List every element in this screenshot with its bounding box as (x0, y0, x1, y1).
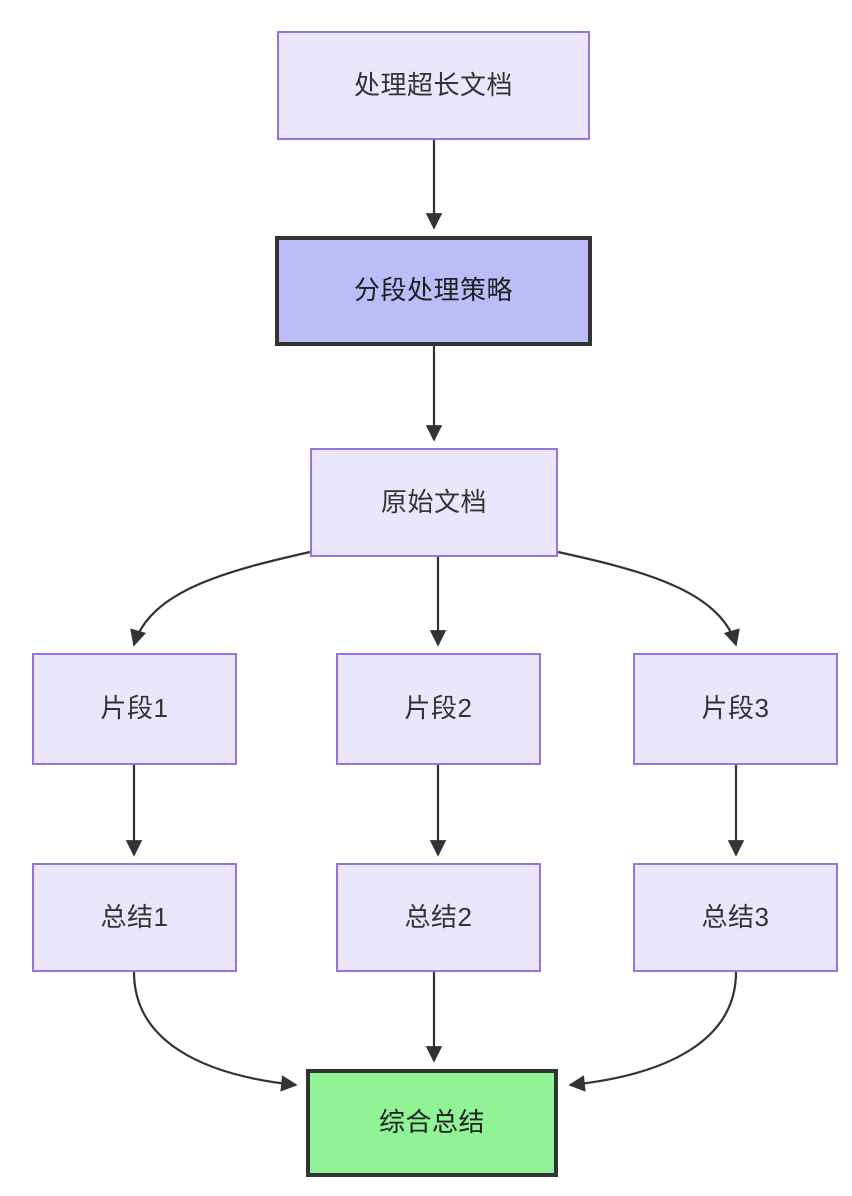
node-label: 总结1 (100, 901, 169, 932)
node-n10[interactable]: 综合总结 (306, 1069, 558, 1177)
edge-n7-to-n10 (132, 971, 298, 1092)
node-label: 片段3 (701, 693, 770, 724)
node-label: 综合总结 (378, 1107, 485, 1138)
node-n9[interactable]: 总结3 (633, 863, 838, 972)
node-label: 处理超长文档 (353, 69, 513, 100)
node-n7[interactable]: 总结1 (32, 863, 237, 972)
node-label: 片段2 (404, 693, 473, 724)
node-label: 总结2 (404, 901, 473, 932)
edge-n9-to-n10 (568, 971, 738, 1092)
node-n6[interactable]: 片段3 (633, 653, 838, 765)
node-n8[interactable]: 总结2 (336, 863, 541, 972)
node-n2[interactable]: 分段处理策略 (275, 236, 592, 346)
node-n4[interactable]: 片段1 (32, 653, 237, 765)
edge-n3-to-n4 (130, 550, 311, 647)
node-label: 片段1 (100, 693, 169, 724)
node-n5[interactable]: 片段2 (336, 653, 541, 765)
node-label: 总结3 (701, 901, 770, 932)
node-n1[interactable]: 处理超长文档 (277, 31, 590, 140)
edge-n3-to-n6 (557, 550, 740, 647)
node-label: 原始文档 (380, 486, 487, 517)
node-n3[interactable]: 原始文档 (310, 448, 558, 557)
node-label: 分段处理策略 (353, 275, 513, 306)
